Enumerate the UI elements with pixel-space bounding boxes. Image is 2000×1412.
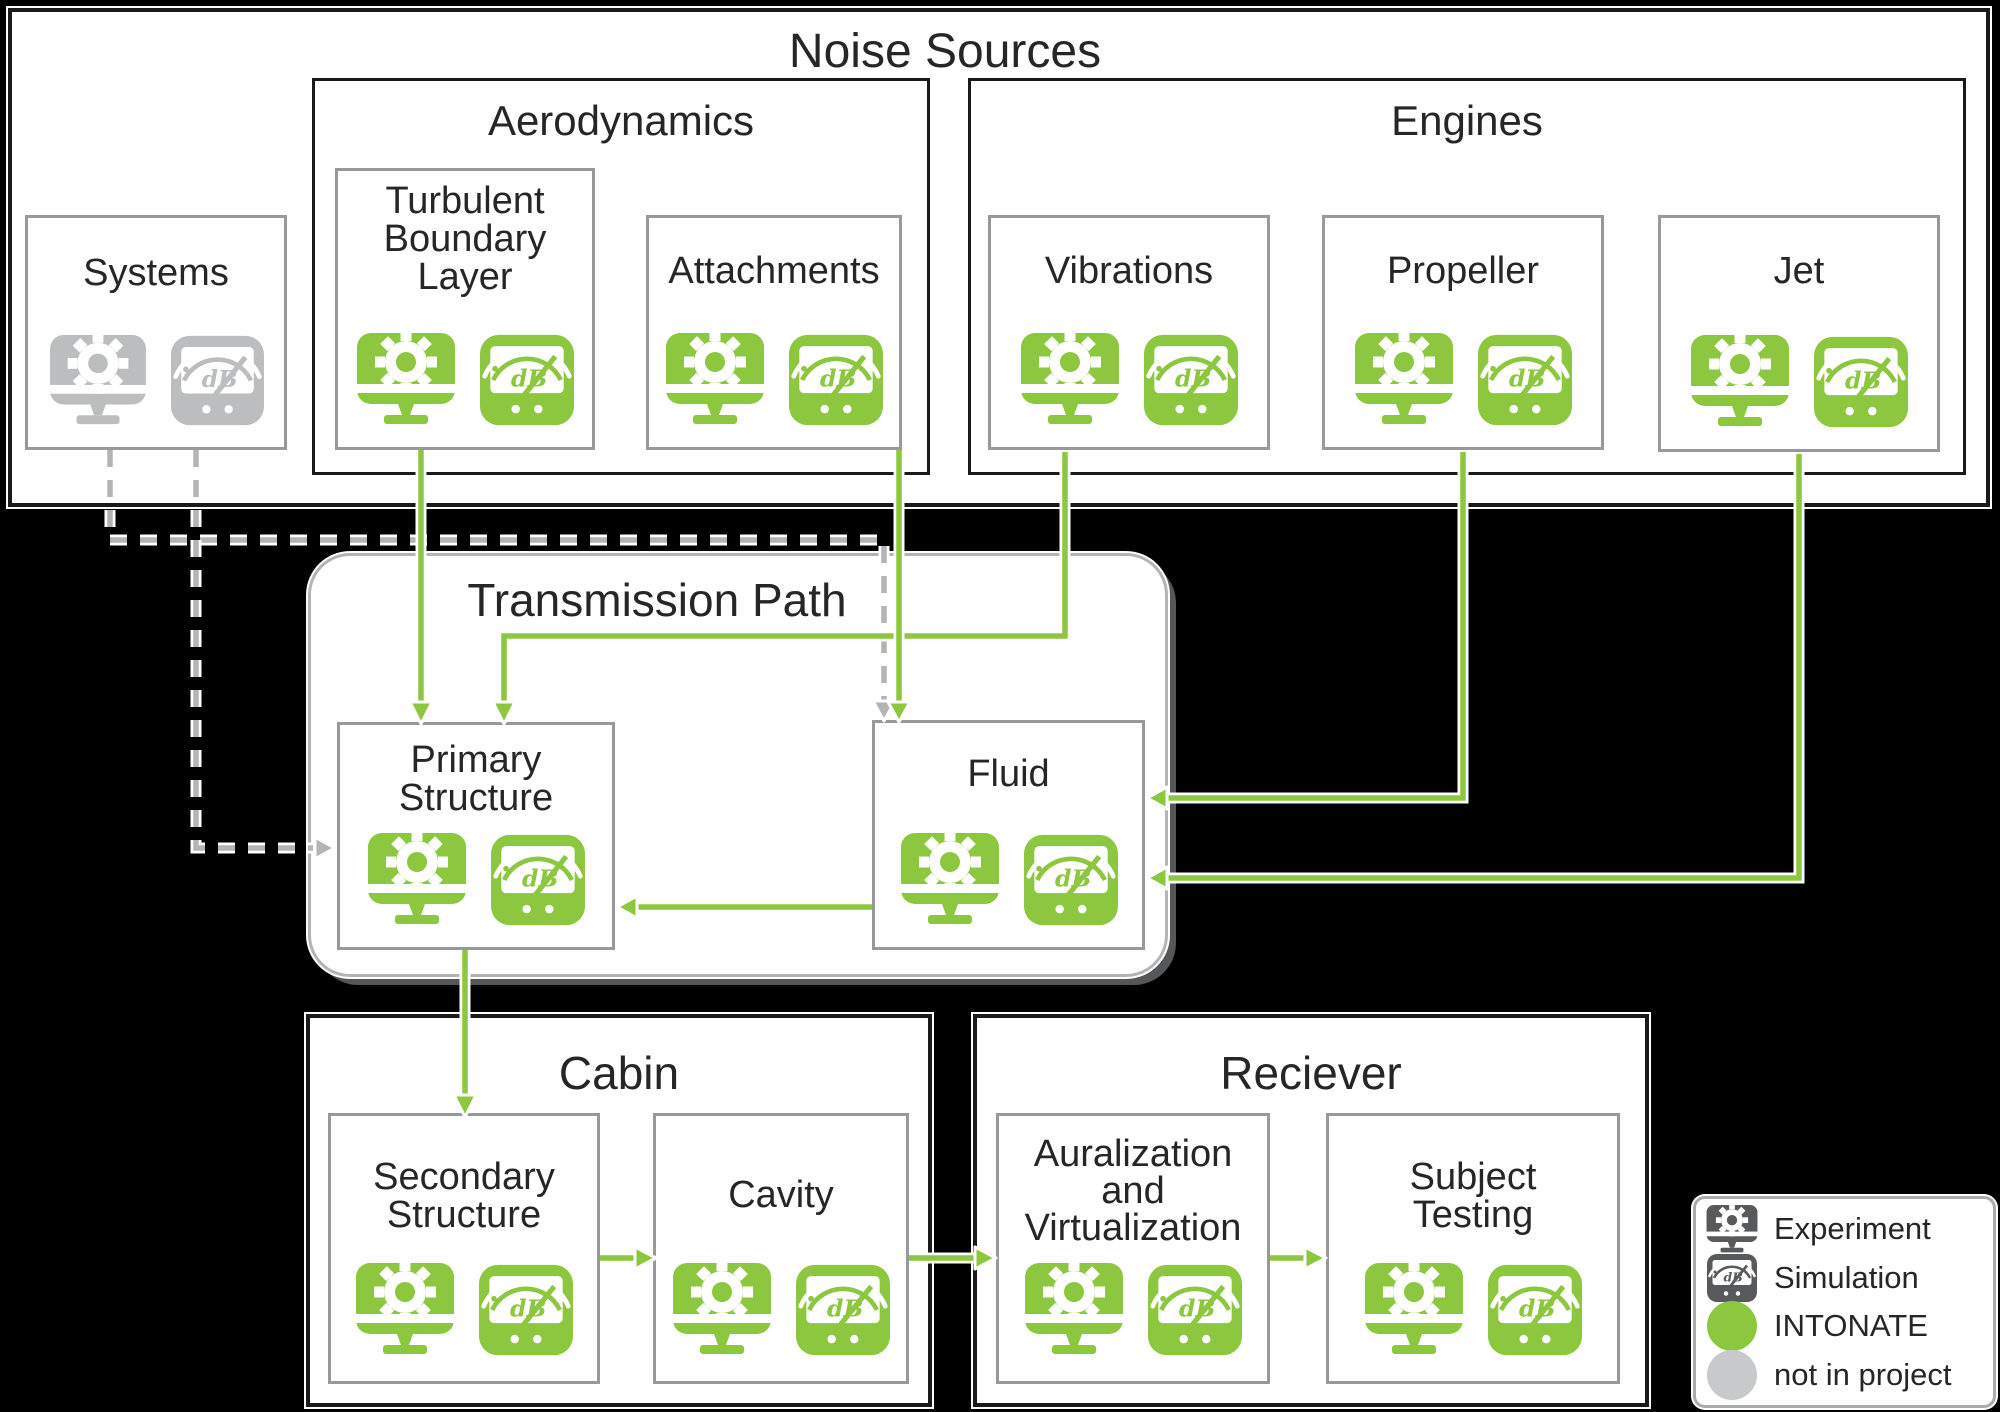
subject-testing-icons	[1364, 1263, 1582, 1357]
secondary-structure-icons	[355, 1263, 573, 1357]
legend-experiment-label: Experiment	[1774, 1211, 1931, 1247]
simulation-icon	[480, 333, 574, 427]
box-subject-testing: Subject Testing	[1326, 1113, 1620, 1384]
vibrations-label: Vibrations	[1044, 250, 1214, 292]
turbulent-boundary-layer-icons	[356, 333, 574, 427]
primary-structure-label: Primary Structure	[398, 739, 554, 819]
experiment-icon	[1020, 333, 1120, 427]
cabin-title: Cabin	[558, 1047, 680, 1099]
box-propeller: Propeller	[1322, 215, 1604, 450]
primary-structure-icons	[367, 833, 585, 927]
simulation-icon	[491, 833, 585, 927]
experiment-icon	[1024, 1263, 1124, 1357]
intonate-dot-icon	[1707, 1301, 1757, 1352]
box-vibrations: Vibrations	[988, 215, 1270, 450]
simulation-icon	[1148, 1263, 1242, 1357]
experiment-icon	[665, 333, 765, 427]
legend-row-experiment: Experiment	[1706, 1205, 1983, 1253]
experiment-icon	[355, 1263, 455, 1357]
box-jet: Jet	[1658, 215, 1940, 452]
experiment-icon	[49, 335, 147, 427]
experiment-icon	[1354, 333, 1454, 427]
legend: Experiment Simulation INTONATE not in pr…	[1693, 1196, 1996, 1408]
experiment-icon	[367, 833, 467, 927]
simulation-icon	[1478, 333, 1572, 427]
attachments-label: Attachments	[668, 250, 880, 292]
noise-sources-title: Noise Sources	[788, 25, 1102, 78]
turbulent-boundary-layer-label: Turbulent Boundary Layer	[383, 180, 547, 298]
simulation-icon	[1707, 1253, 1757, 1303]
box-turbulent-boundary-layer: Turbulent Boundary Layer	[335, 168, 595, 450]
experiment-icon	[1364, 1263, 1464, 1357]
transmission-path-title: Transmission Path	[467, 574, 847, 626]
cavity-label: Cavity	[728, 1174, 834, 1216]
experiment-icon	[1706, 1205, 1758, 1254]
systems-label: Systems	[83, 252, 229, 294]
jet-icons	[1690, 335, 1908, 429]
box-attachments: Attachments	[646, 215, 902, 450]
legend-intonate-label: INTONATE	[1774, 1308, 1928, 1344]
systems-icons	[49, 334, 264, 427]
not-in-project-dot-icon	[1707, 1349, 1757, 1400]
box-primary-structure: Primary Structure	[337, 722, 615, 950]
experiment-icon	[1690, 335, 1790, 429]
box-systems: Systems	[25, 215, 287, 450]
fluid-label: Fluid	[967, 753, 1050, 795]
box-fluid: Fluid	[872, 720, 1145, 950]
jet-label: Jet	[1773, 250, 1825, 292]
box-auralization-and-virtualization: Auralization and Virtualization	[996, 1113, 1270, 1384]
simulation-icon	[1488, 1263, 1582, 1357]
legend-not-in-project-label: not in project	[1774, 1356, 1952, 1392]
secondary-structure-label: Secondary Structure	[373, 1156, 555, 1236]
simulation-icon	[171, 334, 264, 427]
fluid-icons	[900, 833, 1118, 927]
simulation-icon	[1814, 335, 1908, 429]
simulation-icon	[479, 1263, 573, 1357]
legend-row-intonate: INTONATE	[1706, 1301, 1983, 1352]
vibrations-icons	[1020, 333, 1238, 427]
simulation-icon	[1144, 333, 1238, 427]
propeller-icons	[1354, 333, 1572, 427]
box-cavity: Cavity	[653, 1113, 909, 1384]
connector-jet-to-fluid	[1145, 454, 1805, 891]
experiment-icon	[356, 333, 456, 427]
engines-title: Engines	[1391, 97, 1543, 144]
simulation-icon	[796, 1263, 890, 1357]
legend-row-not-in-project: not in project	[1706, 1349, 1983, 1400]
auralization-label: Auralization and Virtualization	[1024, 1133, 1242, 1249]
legend-row-simulation: Simulation	[1706, 1254, 1983, 1302]
reciever-title: Reciever	[1220, 1047, 1402, 1099]
experiment-icon	[672, 1263, 772, 1357]
subject-testing-label: Subject Testing	[1409, 1156, 1537, 1236]
simulation-icon	[1024, 833, 1118, 927]
aerodynamics-title: Aerodynamics	[487, 97, 755, 144]
cavity-icons	[672, 1263, 890, 1357]
simulation-icon	[789, 333, 883, 427]
propeller-label: Propeller	[1386, 250, 1540, 292]
auralization-icons	[1024, 1263, 1242, 1357]
legend-simulation-label: Simulation	[1774, 1259, 1919, 1295]
attachments-icons	[665, 333, 883, 427]
experiment-icon	[900, 833, 1000, 927]
box-secondary-structure: Secondary Structure	[328, 1113, 600, 1384]
